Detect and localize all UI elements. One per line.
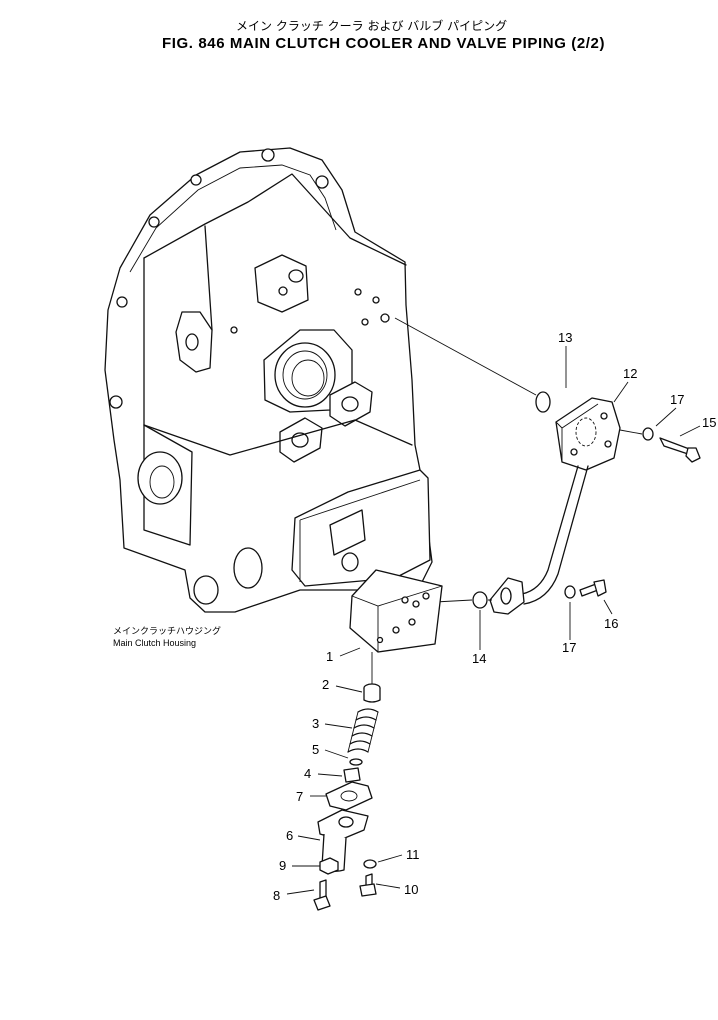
bolt-10 <box>359 873 377 897</box>
callout-16: 16 <box>604 616 618 631</box>
callout-11: 11 <box>406 847 420 862</box>
valve-body-1 <box>349 569 443 653</box>
callout-12: 12 <box>623 366 637 381</box>
callout-14: 14 <box>472 651 486 666</box>
bolt-line-15 <box>619 429 643 435</box>
o-ring-5 <box>349 758 363 766</box>
bolt-15 <box>659 437 701 463</box>
callout-17-lower: 17 <box>562 640 576 655</box>
callout-2: 2 <box>322 677 329 692</box>
title-japanese: メイン クラッチ クーラ および バルブ パイピング <box>236 18 507 33</box>
title-english: FIG. 846 MAIN CLUTCH COOLER AND VALVE PI… <box>162 35 605 52</box>
washer-17-upper <box>642 427 654 441</box>
bolt-8 <box>313 879 331 911</box>
spool-2 <box>363 683 381 703</box>
bolt-16 <box>579 579 607 597</box>
pipe-flange-12 <box>489 397 621 615</box>
callout-5: 5 <box>312 742 319 757</box>
callout-15: 15 <box>702 415 716 430</box>
washer-17-lower <box>564 585 576 599</box>
callout-10: 10 <box>404 882 418 897</box>
callout-9: 9 <box>279 858 286 873</box>
o-ring-13 <box>535 391 551 413</box>
plug-4 <box>343 767 361 783</box>
callout-13: 13 <box>558 330 572 345</box>
o-ring-14 <box>472 591 488 609</box>
callout-8: 8 <box>273 888 280 903</box>
housing-label-english: Main Clutch Housing <box>113 638 196 648</box>
callout-6: 6 <box>286 828 293 843</box>
gasket-7 <box>325 781 373 811</box>
callout-1: 1 <box>326 649 333 664</box>
callout-17-upper: 17 <box>670 392 684 407</box>
callout-leaders <box>286 346 701 895</box>
housing-label-japanese: メインクラッチハウジング <box>113 625 221 636</box>
spring-3 <box>347 708 379 753</box>
connection-line-13 <box>394 317 537 396</box>
callout-4: 4 <box>304 766 311 781</box>
connection-line-14 <box>434 599 492 603</box>
washer-11 <box>363 859 377 869</box>
nut-9 <box>319 857 339 875</box>
callout-3: 3 <box>312 716 319 731</box>
callout-7: 7 <box>296 789 303 804</box>
main-clutch-housing <box>104 147 433 613</box>
